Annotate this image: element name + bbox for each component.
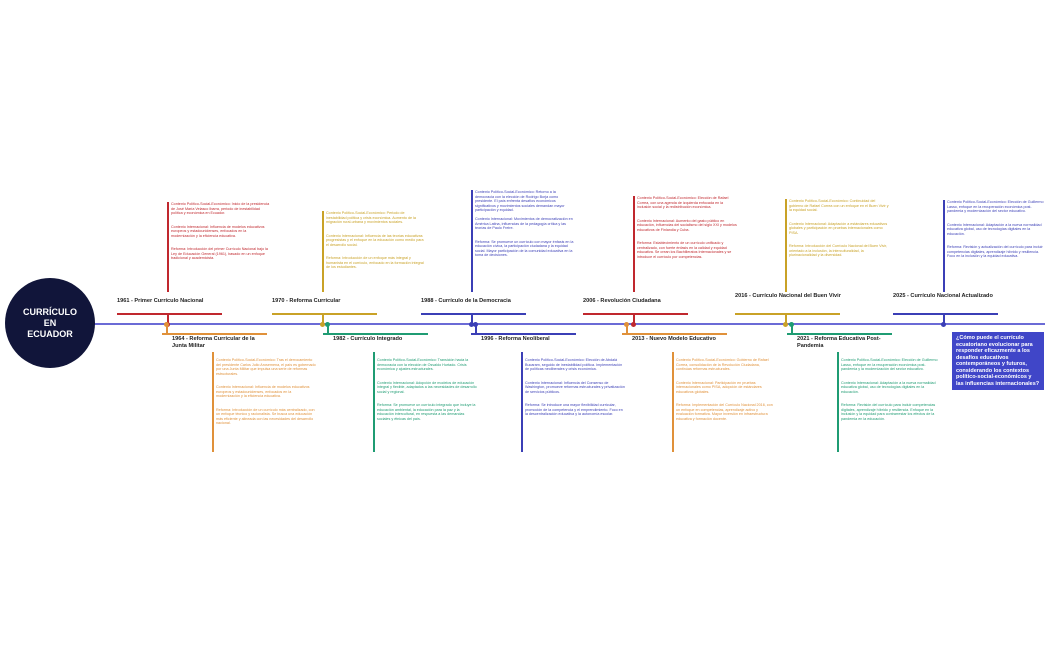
event-bracket — [633, 196, 635, 292]
event-connector — [475, 324, 477, 333]
event-paragraph: Contexto Político-Social-Económico: Elec… — [841, 358, 938, 371]
event-paragraph: Contexto Político-Social-Económico: Tras… — [216, 358, 316, 376]
timeline-axis — [55, 323, 1045, 325]
event-paragraph: Reforma: Se promueve un currículo con ma… — [475, 239, 574, 258]
event-paragraph: Reforma: Revisión del currículo para inc… — [841, 403, 936, 421]
event-bracket — [471, 190, 473, 292]
event-connector — [167, 314, 169, 324]
event-connector — [633, 314, 635, 324]
event-paragraph: Contexto Internacional: Adaptación a est… — [789, 221, 888, 235]
event-paragraph: Contexto Internacional: Participación en… — [676, 380, 762, 394]
event-paragraph: Contexto Internacional: Influencia de mo… — [216, 385, 310, 398]
event-paragraph: Contexto Internacional: Influencia del C… — [525, 380, 625, 394]
event-bracket — [672, 352, 674, 452]
event-connector — [166, 324, 168, 333]
event-marker — [469, 322, 474, 327]
event-paragraph: Contexto Internacional: Influencia de mo… — [171, 224, 265, 238]
event-underline — [893, 313, 998, 315]
event-paragraph: Contexto Internacional: Aumento del gast… — [637, 218, 737, 232]
event-underline — [787, 333, 892, 335]
event-paragraph: Contexto Internacional: Adopción de mode… — [377, 380, 477, 394]
event-underline — [272, 313, 377, 315]
event-bracket — [521, 352, 523, 452]
event-paragraph: Contexto Político-Social-Económico: Elec… — [637, 196, 729, 209]
event-marker — [941, 322, 946, 327]
event-connector — [943, 314, 945, 324]
event-paragraph: Reforma: Se introduce una mayor flexibil… — [525, 403, 623, 416]
event-connector — [471, 314, 473, 324]
event-title: 2013 - Nuevo Modelo Educativo — [632, 336, 716, 342]
event-paragraph: Reforma: Introducción de un currículo má… — [216, 407, 315, 426]
event-underline — [622, 333, 727, 335]
event-paragraph: Reforma: Revisión y actualización del cu… — [947, 245, 1043, 258]
event-connector — [327, 324, 329, 333]
event-paragraph: Contexto Político-Social-Económico: Tran… — [377, 358, 469, 371]
event-paragraph: Contexto Internacional: Adaptación a la … — [841, 380, 936, 394]
event-paragraph: Contexto Político-Social-Económico: Elec… — [947, 200, 1044, 213]
event-marker — [320, 322, 325, 327]
event-title: 2021 - Reforma Educativa Post-Pandemia — [797, 336, 881, 349]
event-title: 1961 - Primer Currículo Nacional — [117, 298, 204, 304]
guiding-question: ¿Cómo puede el currículo ecuatoriano evo… — [952, 332, 1044, 390]
page-title: CURRÍCULO EN ECUADOR — [23, 306, 77, 339]
event-paragraph: Contexto Internacional: Movimientos de d… — [475, 217, 573, 230]
event-underline — [471, 333, 576, 335]
event-bracket — [943, 200, 945, 292]
event-paragraph: Contexto Político-Social-Económico: Gobi… — [676, 358, 769, 371]
event-bracket — [322, 211, 324, 292]
event-marker — [631, 322, 636, 327]
event-underline — [323, 333, 428, 335]
event-paragraph: Contexto Internacional: Influencia de la… — [326, 233, 424, 247]
event-underline — [735, 313, 840, 315]
event-marker — [783, 322, 788, 327]
event-bracket — [785, 199, 787, 292]
event-paragraph: Contexto Político-Social-Económico: Elec… — [525, 358, 623, 371]
event-bracket — [167, 202, 169, 292]
event-paragraph: Reforma: Introducción de un enfoque más … — [326, 256, 424, 269]
event-title: 2025 - Currículo Nacional Actualizado — [893, 293, 993, 299]
event-paragraph: Contexto Político-Social-Económico: Peri… — [326, 211, 416, 224]
event-paragraph: Contexto Político-Social-Económico: Reto… — [475, 190, 565, 212]
event-bracket — [837, 352, 839, 452]
event-underline — [421, 313, 526, 315]
title-circle: CURRÍCULO EN ECUADOR — [5, 278, 95, 368]
event-paragraph: Contexto Internacional: Adaptación a la … — [947, 222, 1042, 236]
event-connector — [785, 314, 787, 324]
event-title: 2016 - Currículo Nacional del Buen Vivir — [735, 293, 841, 299]
event-underline — [583, 313, 688, 315]
event-paragraph: Reforma: Introducción del Currículo Naci… — [789, 244, 888, 257]
event-connector — [791, 324, 793, 333]
event-bracket — [373, 352, 375, 452]
event-title: 1996 - Reforma Neoliberal — [481, 336, 550, 342]
event-title: 1970 - Reforma Curricular — [272, 298, 341, 304]
event-underline — [162, 333, 267, 335]
event-paragraph: Reforma: Establecimiento de un currículo… — [637, 241, 732, 259]
event-bracket — [212, 352, 214, 452]
event-title: 1982 - Currículo Integrado — [333, 336, 403, 342]
event-connector — [626, 324, 628, 333]
event-underline — [117, 313, 222, 315]
event-title: 1988 - Currículo de la Democracia — [421, 298, 511, 304]
event-paragraph: Reforma: Introducción del primer Currícu… — [171, 247, 268, 260]
event-paragraph: Contexto Político-Social-Económico: Cont… — [789, 199, 889, 212]
event-paragraph: Reforma: Implementación del Currículo Na… — [676, 403, 773, 421]
event-paragraph: Contexto Político-Social-Económico: Inic… — [171, 202, 270, 215]
event-paragraph: Reforma: Se promueve un currículo integr… — [377, 403, 476, 421]
event-connector — [322, 314, 324, 324]
event-title: 2006 - Revolución Ciudadana — [583, 298, 661, 304]
event-title: 1964 - Reforma Curricular de la Junta Mi… — [172, 336, 255, 349]
